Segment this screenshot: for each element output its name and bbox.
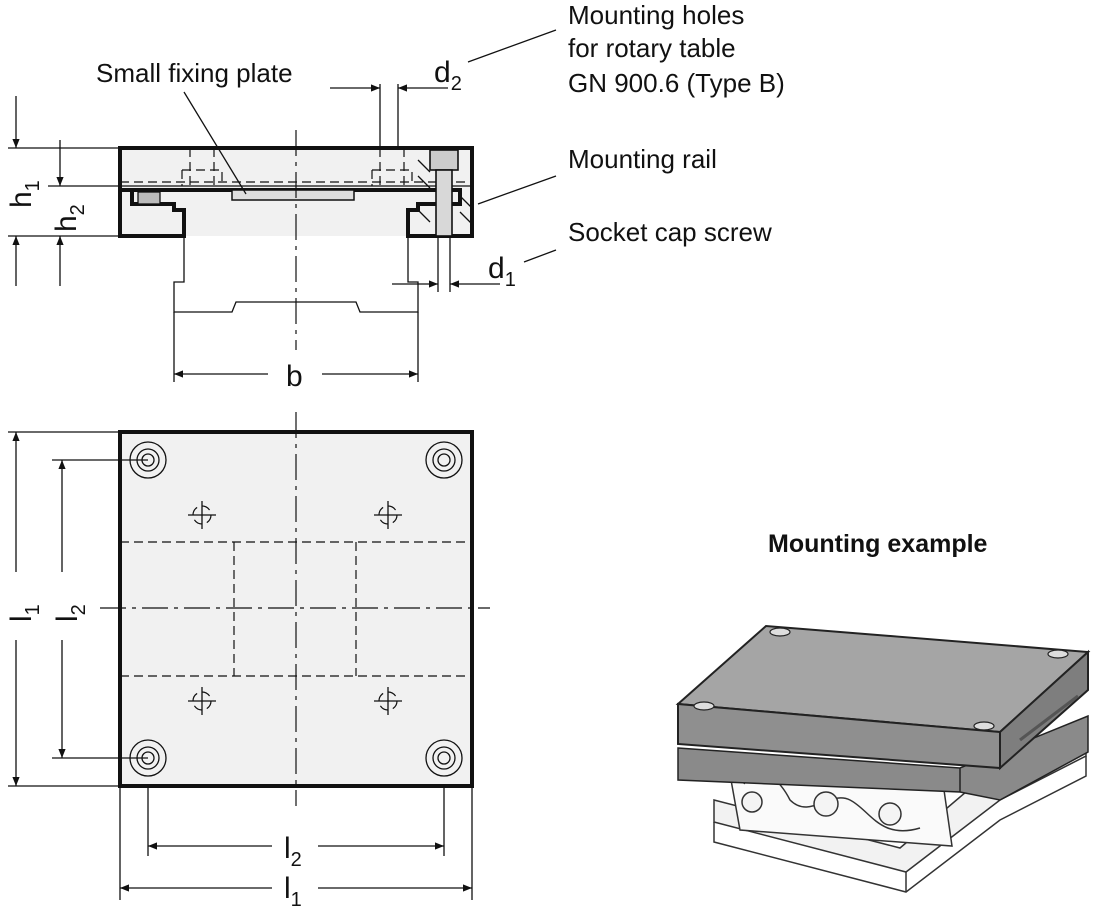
top-view — [100, 412, 490, 806]
dimension-lines — [8, 84, 500, 900]
small-fixing-plate — [231, 189, 355, 201]
mounting-example-title: Mounting example — [768, 530, 988, 558]
corner-hole-top-right — [425, 441, 463, 479]
callout-socket-cap-screw: Socket cap screw — [568, 217, 772, 247]
callout-small-fixing-plate: Small fixing plate — [96, 58, 293, 88]
mounting-hole-2 — [374, 501, 402, 529]
dim-d2: d2 — [434, 56, 462, 95]
leader-lines — [183, 29, 557, 263]
dim-h1: h1 — [5, 180, 44, 208]
callout-mounting-holes-line3: GN 900.6 (Type B) — [568, 68, 785, 98]
dim-b: b — [286, 360, 303, 393]
corner-hole-bottom-right — [425, 739, 463, 777]
dim-l2-bottom: l2 — [284, 832, 302, 871]
mounting-hole-1 — [188, 501, 216, 529]
callout-mounting-rail: Mounting rail — [568, 144, 717, 174]
dim-l2-left: l2 — [51, 604, 90, 622]
callout-mounting-holes-line1: Mounting holes — [568, 0, 744, 30]
mounting-hole-4 — [374, 687, 402, 715]
mounting-hole-3 — [188, 687, 216, 715]
dim-h2: h2 — [50, 204, 89, 232]
dim-l1-left: l1 — [5, 604, 44, 622]
dim-l1-bottom: l1 — [284, 872, 302, 911]
section-view — [118, 130, 474, 350]
dim-d1: d1 — [488, 252, 516, 291]
callout-mounting-holes-line2: for rotary table — [568, 33, 736, 63]
mounting-example-illustration — [675, 624, 1091, 893]
socket-cap-screw — [417, 149, 473, 292]
